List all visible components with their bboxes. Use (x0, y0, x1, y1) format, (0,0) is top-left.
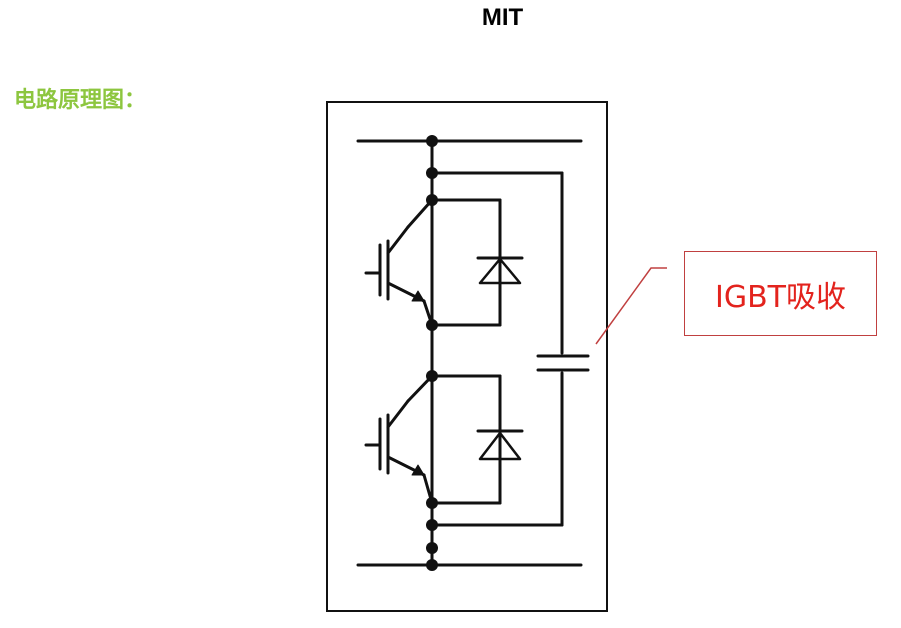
page-title: MIT (481, 4, 524, 31)
circuit-figure (326, 101, 608, 612)
lower-diode-triangle (478, 431, 522, 461)
callout-label: IGBT吸收 (714, 279, 846, 315)
section-label: 电路原理图： (14, 88, 147, 113)
junction-dot (426, 135, 438, 147)
callout-box: IGBT吸收 (684, 251, 877, 336)
junction-dot (426, 319, 438, 331)
lower-igbt-emitter-arrow (411, 464, 425, 476)
upper-igbt-emitter-arrow (411, 290, 425, 302)
junction-dot (426, 559, 438, 571)
junction-dot (426, 167, 438, 179)
igbt-half-bridge-schematic (356, 135, 590, 571)
junction-dot (426, 519, 438, 531)
junction-dot (426, 194, 438, 206)
junction-dot (426, 542, 438, 554)
upper-diode-triangle (478, 257, 522, 285)
junction-dot (426, 370, 438, 382)
junction-dot (426, 497, 438, 509)
